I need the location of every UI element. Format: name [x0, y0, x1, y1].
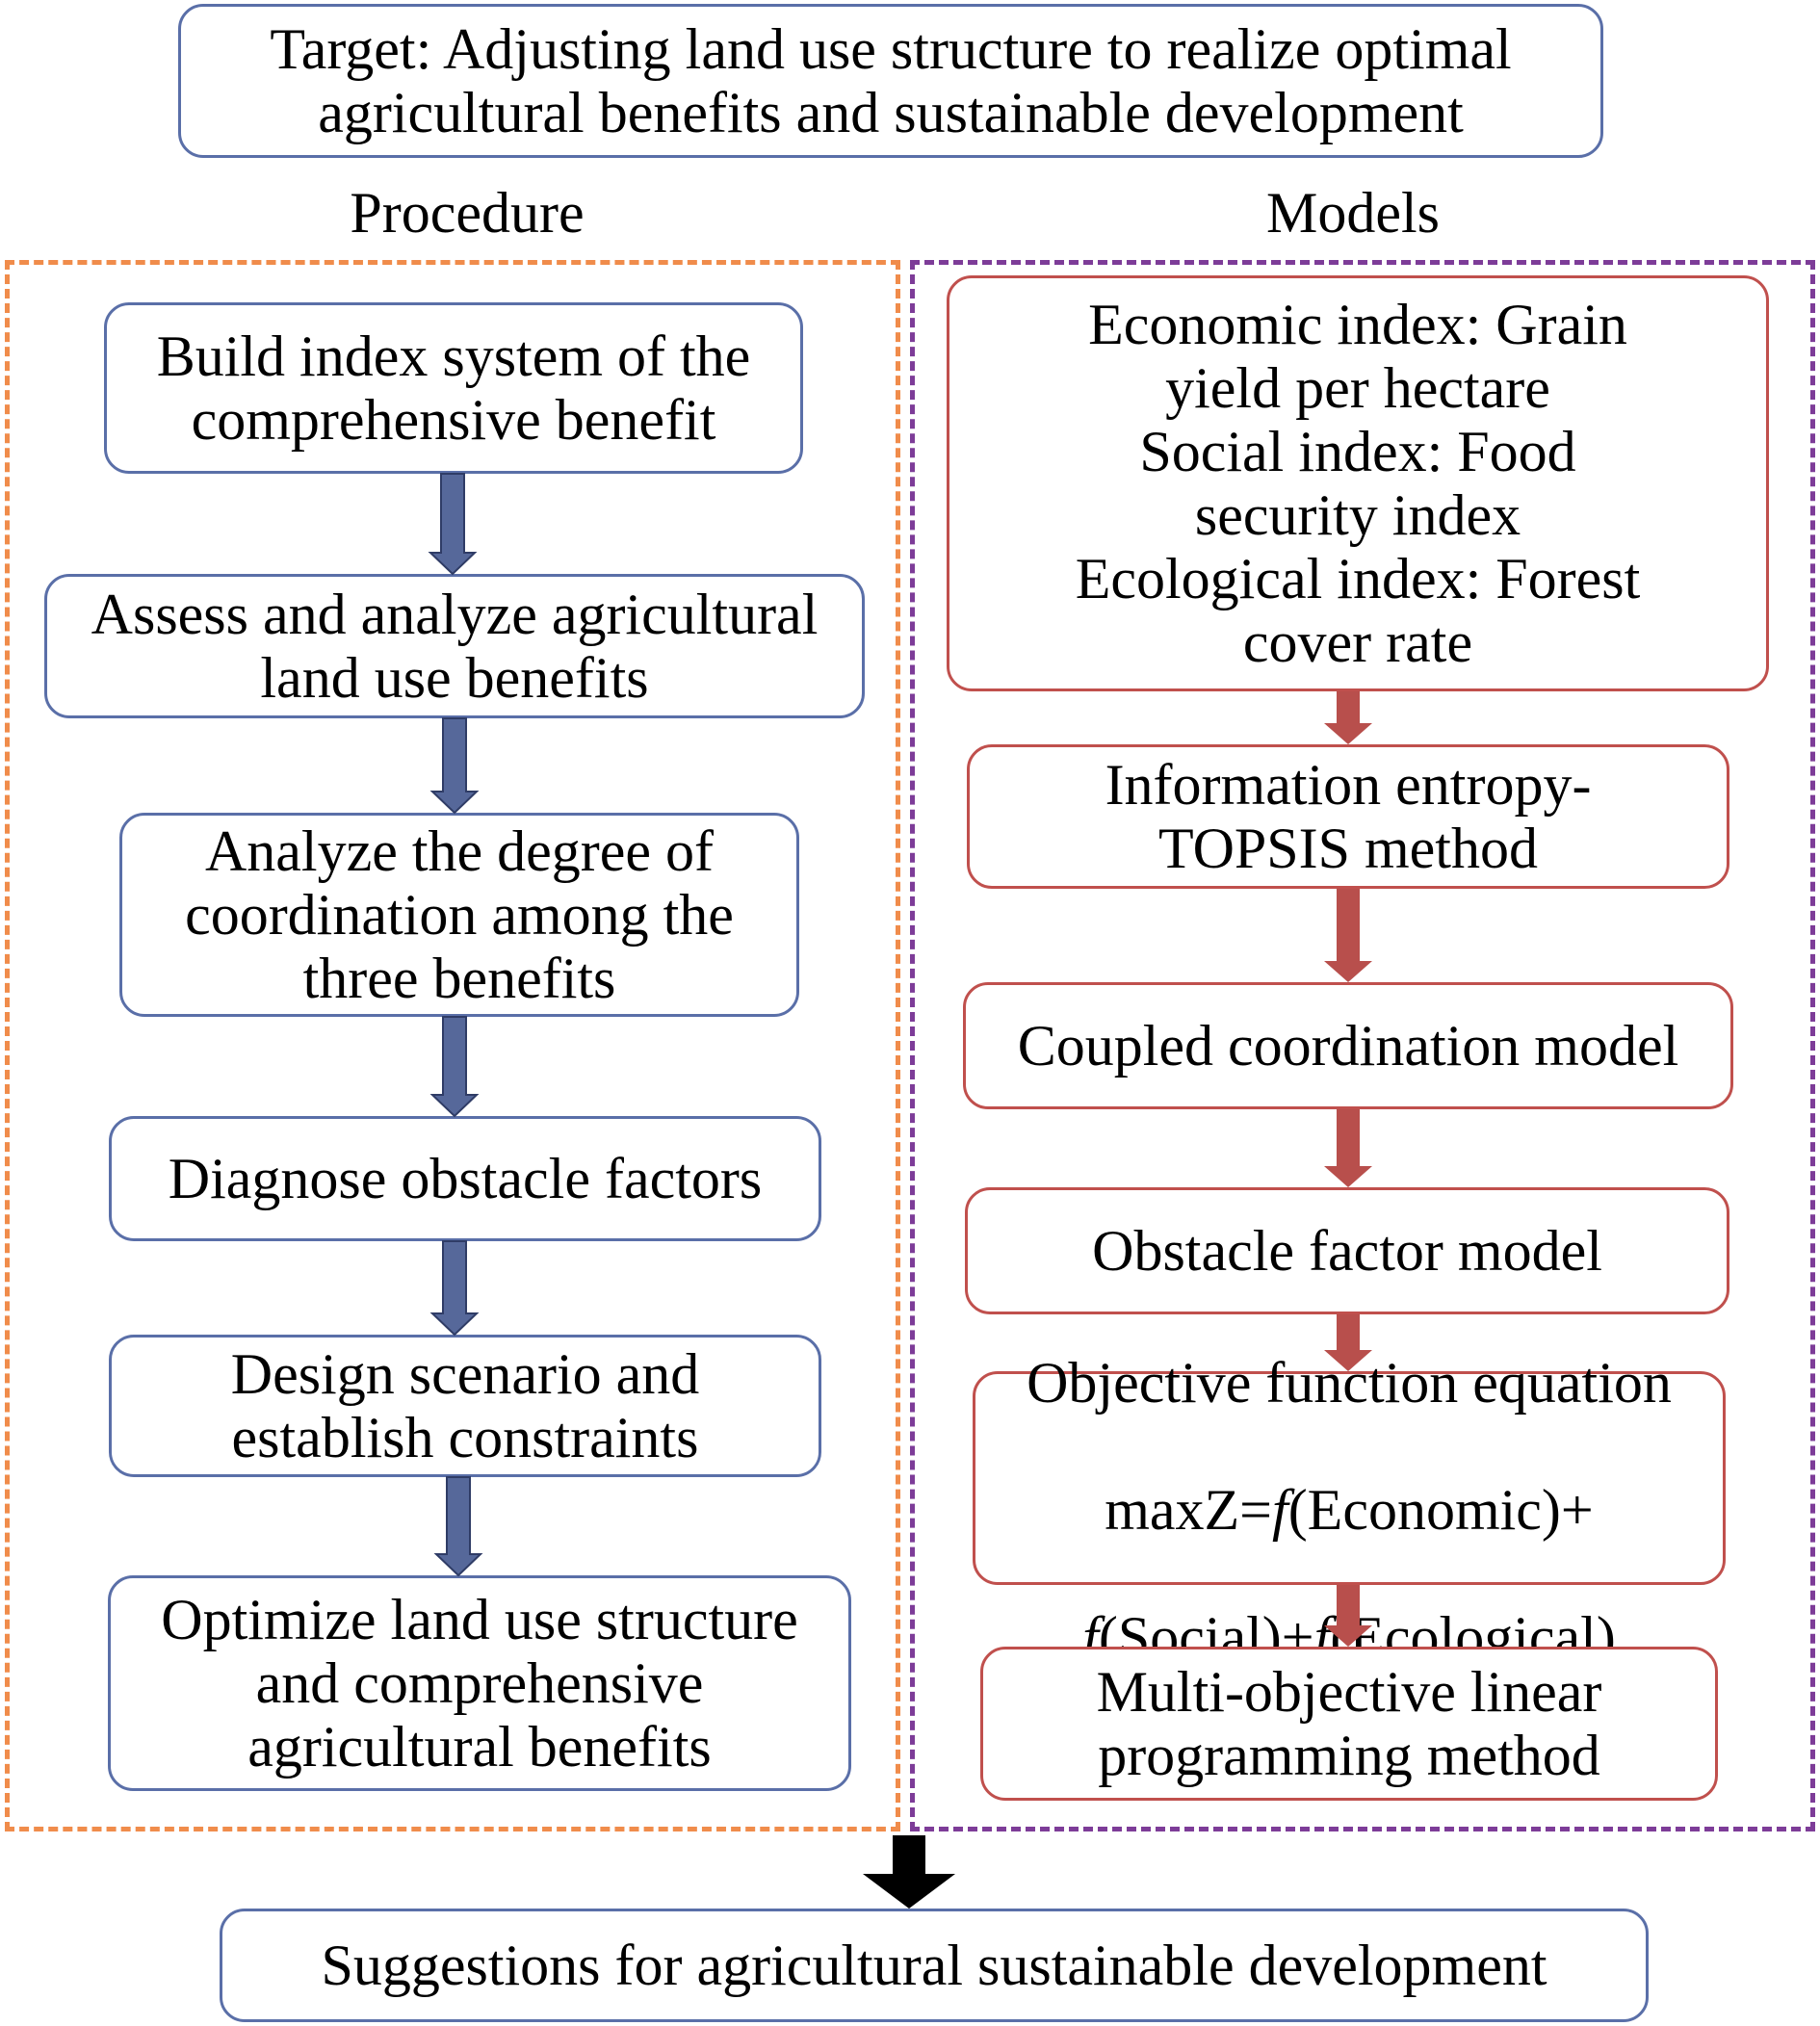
procedure-arrow [428, 473, 478, 576]
model-obstacle-factor: Obstacle factor model [965, 1187, 1729, 1314]
procedure-step-text: Optimize land use structure and comprehe… [161, 1588, 798, 1779]
procedure-arrows [428, 473, 483, 1577]
model-text: Coupled coordination model [1017, 1014, 1679, 1078]
formula-economic: (Economic)+ [1287, 1478, 1594, 1542]
procedure-step-assess: Assess and analyze agricultural land use… [44, 574, 865, 718]
model-arrow [1324, 1585, 1372, 1647]
model-indices: Economic index: Grain yield per hectare … [947, 275, 1769, 691]
procedure-step-text: Design scenario and establish constraint… [230, 1342, 700, 1469]
procedure-step-text: Analyze the degree of coordination among… [185, 819, 734, 1010]
procedure-step-obstacle: Diagnose obstacle factors [109, 1116, 821, 1241]
model-arrows [1324, 691, 1372, 1647]
suggestions-text: Suggestions for agricultural sustainable… [321, 1934, 1547, 1997]
final-down-arrow [863, 1835, 955, 1909]
procedure-container [5, 260, 900, 1831]
procedure-step-text: Diagnose obstacle factors [168, 1147, 763, 1210]
model-arrow [1324, 1314, 1372, 1371]
model-arrow [1324, 1109, 1372, 1187]
procedure-step-optimize: Optimize land use structure and comprehe… [108, 1575, 851, 1791]
procedure-step-text: Build index system of the comprehensive … [156, 325, 751, 452]
model-text: Obstacle factor model [1092, 1219, 1602, 1283]
objective-title: Objective function equation [1027, 1351, 1672, 1415]
models-heading: Models [1266, 181, 1440, 245]
model-objective-text: Objective function equation maxZ=f(Econo… [1027, 1287, 1672, 1669]
model-text: Multi-objective linear programming metho… [1096, 1660, 1602, 1787]
procedure-arrow [429, 717, 480, 815]
formula-max: maxZ= [1105, 1478, 1273, 1542]
model-multi-objective: Multi-objective linear programming metho… [980, 1647, 1718, 1801]
target-box: Target: Adjusting land use structure to … [178, 4, 1603, 158]
procedure-arrow [429, 1016, 480, 1118]
model-coupled-coordination: Coupled coordination model [963, 982, 1733, 1109]
model-text: Economic index: Grain yield per hectare … [1075, 293, 1641, 674]
procedure-step-text: Assess and analyze agricultural land use… [91, 583, 819, 710]
procedure-arrow [433, 1476, 483, 1577]
models-container [910, 260, 1815, 1831]
model-entropy-topsis: Information entropy- TOPSIS method [967, 744, 1729, 889]
procedure-heading: Procedure [350, 181, 585, 245]
procedure-arrow [429, 1240, 480, 1337]
model-arrow [1324, 889, 1372, 982]
procedure-step-coordination: Analyze the degree of coordination among… [119, 813, 799, 1017]
procedure-step-scenario: Design scenario and establish constraint… [109, 1335, 821, 1477]
procedure-step-build-index: Build index system of the comprehensive … [104, 302, 803, 474]
model-text: Information entropy- TOPSIS method [1105, 753, 1592, 880]
model-objective-function: Objective function equation maxZ=f(Econo… [973, 1351, 1726, 1669]
suggestions-box: Suggestions for agricultural sustainable… [220, 1909, 1649, 2022]
target-text: Target: Adjusting land use structure to … [270, 17, 1512, 144]
final-arrow [863, 1835, 955, 1909]
model-arrow [1324, 691, 1372, 744]
formula-f-economic: f [1272, 1478, 1288, 1542]
